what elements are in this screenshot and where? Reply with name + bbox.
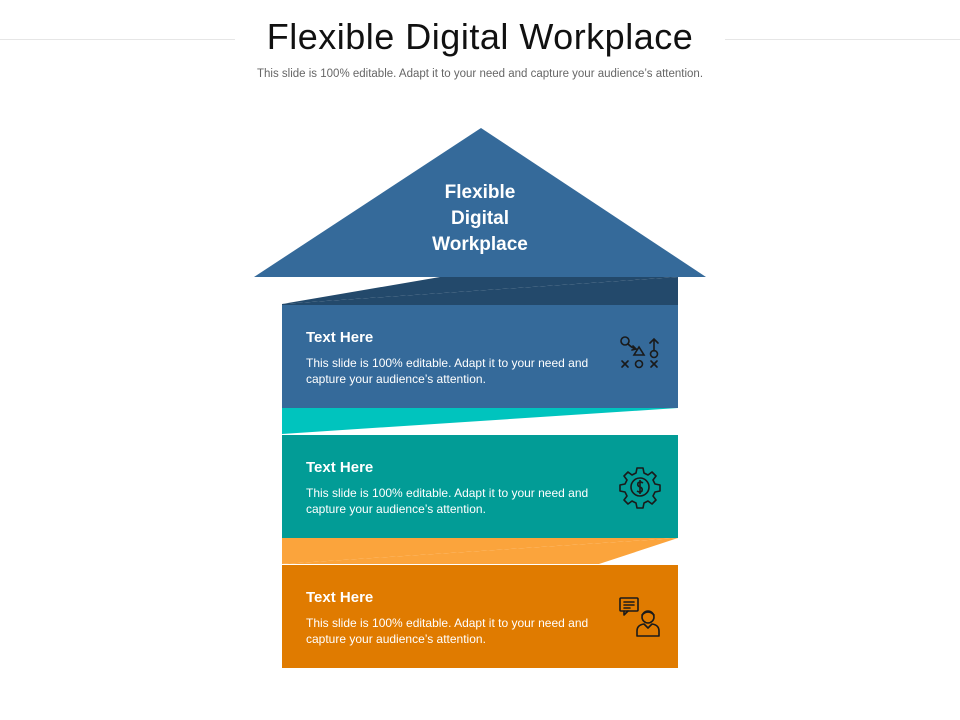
step-card-2: Text Here This slide is 100% editable. A… — [282, 435, 678, 538]
page-title: Flexible Digital Workplace — [266, 16, 694, 57]
step-heading: Text Here — [306, 329, 374, 346]
title-divider-left — [0, 39, 235, 40]
step-heading: Text Here — [306, 589, 374, 606]
strategy-icon — [620, 336, 659, 369]
step-heading: Text Here — [306, 459, 374, 476]
step-text: This slide is 100% editable. Adapt it to… — [306, 616, 589, 646]
fold-step-1 — [282, 277, 678, 305]
gear-dollar-icon — [619, 467, 661, 509]
fold-step-3-band-right — [282, 538, 678, 564]
fold-step-1-top — [254, 277, 706, 304]
step-text: This slide is 100% editable. Adapt it to… — [306, 356, 589, 386]
person-chat-icon — [619, 597, 660, 637]
page-subtitle: This slide is 100% editable. Adapt it to… — [256, 68, 704, 80]
fold-step-2-band — [282, 408, 678, 434]
roof-triangle — [254, 128, 706, 277]
title-divider-right — [725, 39, 960, 40]
step-card-3: Text Here This slide is 100% editable. A… — [282, 565, 678, 668]
title-row: Flexible Digital Workplace — [0, 16, 960, 66]
step-text: This slide is 100% editable. Adapt it to… — [306, 486, 589, 516]
step-card-1: Text Here This slide is 100% editable. A… — [282, 305, 678, 408]
